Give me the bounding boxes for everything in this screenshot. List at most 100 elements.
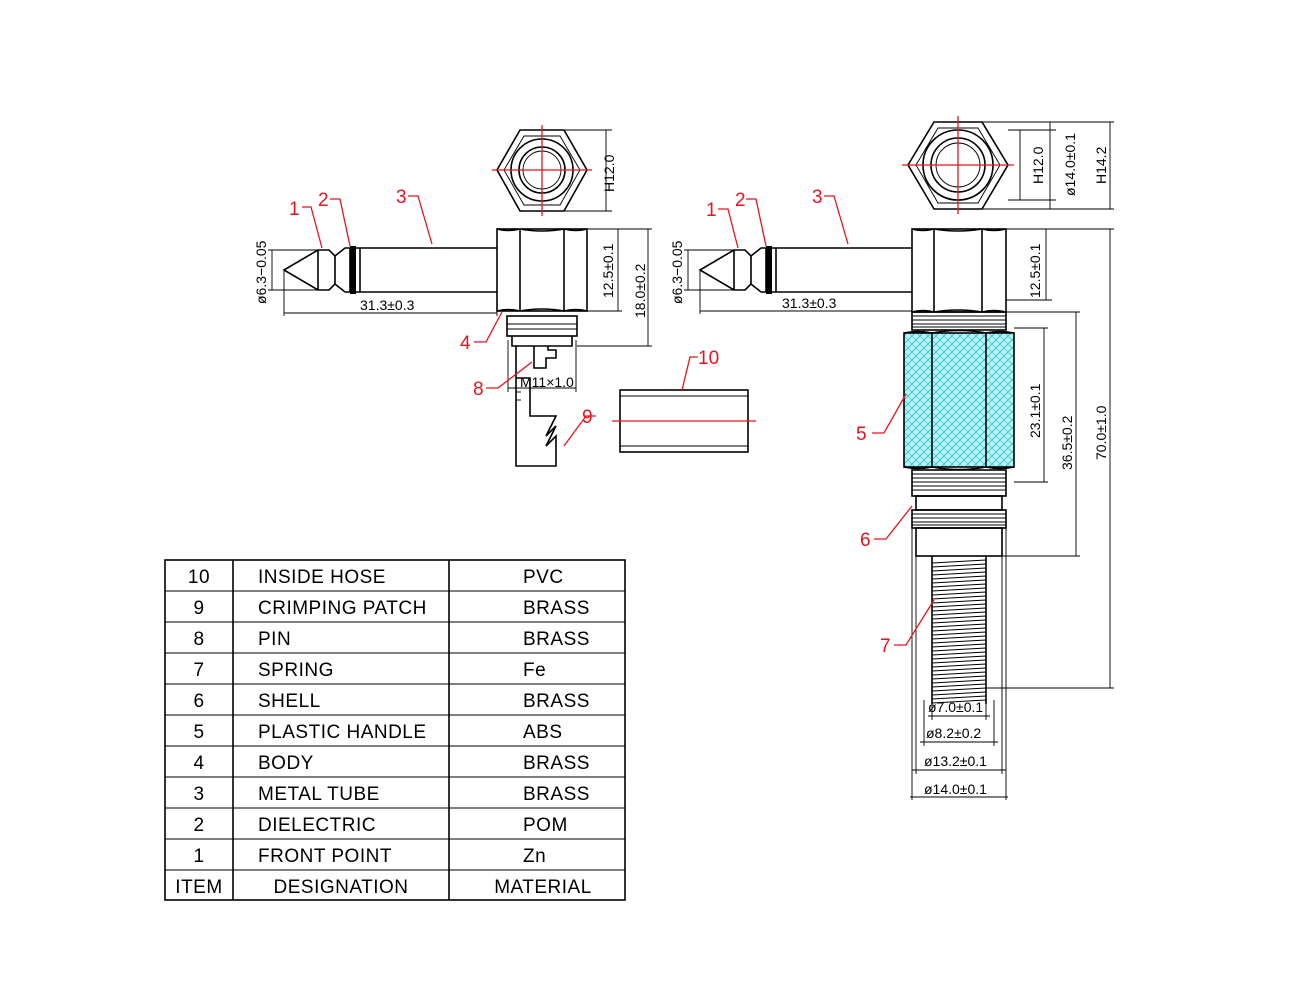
left-tip-diameter-label: ø6.3−0.05 [253, 240, 269, 304]
left-callout-3: 3 [396, 187, 407, 208]
spring-coil [931, 663, 987, 668]
spring-coil [931, 655, 987, 660]
right-callout-3: 3 [812, 187, 823, 208]
spring-coil [931, 567, 987, 572]
shell [911, 469, 1007, 557]
spring-coil [931, 631, 987, 636]
spring-coil [931, 667, 987, 672]
left-callout-9: 9 [582, 407, 593, 428]
table-cell-designation: CRIMPING PATCH [258, 598, 427, 619]
table-cell-designation: SPRING [258, 660, 334, 681]
table-cell-item: 10 [188, 567, 210, 588]
right-callout-1: 1 [706, 200, 717, 221]
knurl-ring-top [911, 311, 1007, 331]
table-cell-material: Zn [523, 846, 546, 867]
table-cell-designation: DESIGNATION [274, 877, 409, 898]
table-cell-item: ITEM [175, 877, 222, 898]
right-callout-6: 6 [860, 530, 871, 551]
right-hex-diameter-label: ø14.0±0.1 [1062, 133, 1078, 196]
right-tip-diameter-label: ø6.3−0.05 [669, 240, 685, 304]
table-cell-material: POM [523, 815, 568, 836]
spring-coil [931, 695, 987, 700]
dia-14-label: ø14.0±0.1 [924, 781, 987, 797]
overall-length-label: 70.0±1.0 [1093, 405, 1109, 460]
spring-coil [931, 699, 987, 704]
dia-7-label: ø7.0±0.1 [928, 699, 983, 715]
left-length-label: 31.3±0.3 [360, 297, 415, 313]
right-hex-nut [902, 116, 1114, 214]
spring-coil [931, 675, 987, 680]
right-callouts [718, 195, 935, 646]
right-length-label: 31.3±0.3 [782, 295, 837, 311]
spring-coil [931, 579, 987, 584]
right-hex-height-label: H12.0 [1030, 146, 1046, 184]
left-callout-2: 2 [318, 190, 329, 211]
dia-13-label: ø13.2±0.1 [924, 753, 987, 769]
table-cell-item: 5 [193, 722, 204, 743]
table-cell-item: 3 [193, 784, 204, 805]
spring-coil [931, 627, 987, 632]
table-cell-item: 2 [193, 815, 204, 836]
table-cell-item: 1 [193, 846, 204, 867]
right-callout-5: 5 [856, 424, 867, 445]
left-dimension-lines [268, 228, 652, 347]
spring-coil [931, 623, 987, 628]
spring-coil [931, 615, 987, 620]
dia-8-label: ø8.2±0.2 [926, 725, 981, 741]
left-callouts [302, 195, 698, 447]
table-cell-designation: PIN [258, 629, 291, 650]
table-cell-designation: PLASTIC HANDLE [258, 722, 427, 743]
table-cell-material: ABS [523, 722, 563, 743]
spring-coil [931, 643, 987, 648]
spring-coil [931, 659, 987, 664]
left-thread-label: M11×1.0 [520, 374, 574, 390]
table-cell-material: Fe [523, 660, 546, 681]
table-cell-material: BRASS [523, 691, 590, 712]
inside-hose [612, 389, 756, 453]
right-hex-height2-label: H14.2 [1093, 146, 1109, 184]
table-cell-designation: INSIDE HOSE [258, 567, 386, 588]
spring-coil [931, 583, 987, 588]
spring-coil [931, 639, 987, 644]
left-pin [507, 340, 577, 467]
plastic-handle [903, 329, 1015, 471]
table-cell-item: 4 [193, 753, 204, 774]
spring-coil [931, 635, 987, 640]
table-cell-material: MATERIAL [494, 877, 592, 898]
left-body-height-label: 12.5±0.1 [600, 243, 616, 298]
spring-coil [931, 591, 987, 596]
spring-coil [931, 683, 987, 688]
table-cell-material: BRASS [523, 629, 590, 650]
table-cell-designation: SHELL [258, 691, 321, 712]
table-cell-designation: METAL TUBE [258, 784, 380, 805]
spring-coil [931, 691, 987, 696]
right-dimension-lines [684, 228, 1114, 800]
spring-coil [931, 651, 987, 656]
table-cell-item: 7 [193, 660, 204, 681]
left-body [496, 228, 588, 347]
left-hex-nut [492, 125, 612, 216]
spring-coil [931, 603, 987, 608]
table-cell-designation: DIELECTRIC [258, 815, 376, 836]
left-body-total-label: 18.0±0.2 [632, 263, 648, 318]
right-view: H12.0 ø14.0±0.1 H14.2 [669, 116, 1114, 800]
right-callout-2: 2 [735, 190, 746, 211]
spring-coil [931, 575, 987, 580]
table-cell-material: BRASS [523, 784, 590, 805]
right-body-height-label: 12.5±0.1 [1027, 243, 1043, 298]
spring-coil [931, 587, 987, 592]
spring [931, 556, 987, 704]
table-cell-designation: FRONT POINT [258, 846, 392, 867]
left-callout-4: 4 [460, 333, 471, 354]
handle-length-label: 23.1±0.1 [1027, 383, 1043, 438]
table-cell-designation: BODY [258, 753, 314, 774]
spring-coil [931, 595, 987, 600]
spring-coil [931, 679, 987, 684]
spring-coil [931, 571, 987, 576]
table-cell-material: BRASS [523, 598, 590, 619]
left-view: H12.0 [253, 125, 756, 467]
right-plug [698, 246, 912, 294]
table-cell-item: 6 [193, 691, 204, 712]
table-cell-item: 8 [193, 629, 204, 650]
table-cell-item: 9 [193, 598, 204, 619]
